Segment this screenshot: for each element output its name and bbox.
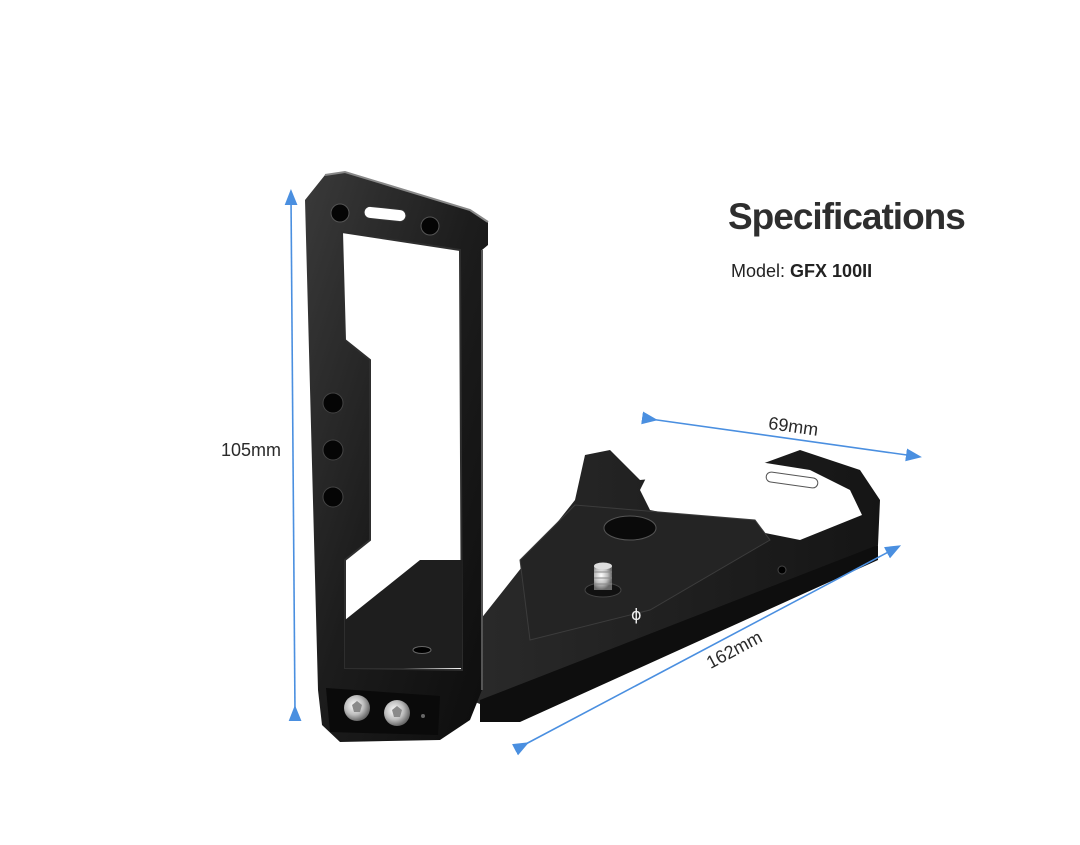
vertical-plate <box>305 170 489 742</box>
height-arrow <box>284 189 302 722</box>
dimension-arrows <box>284 189 922 756</box>
model-label: Model: <box>731 261 786 281</box>
specifications-title: Specifications <box>728 196 966 237</box>
height-dimension-label: 105mm <box>221 440 282 460</box>
model-line: Model: GFX 100II <box>731 261 872 282</box>
model-value: GFX 100II <box>790 261 873 281</box>
width-arrow <box>641 411 922 462</box>
length-arrow <box>511 545 902 756</box>
base-plate: ϕ <box>412 450 880 722</box>
svg-text:ϕ: ϕ <box>631 605 642 624</box>
